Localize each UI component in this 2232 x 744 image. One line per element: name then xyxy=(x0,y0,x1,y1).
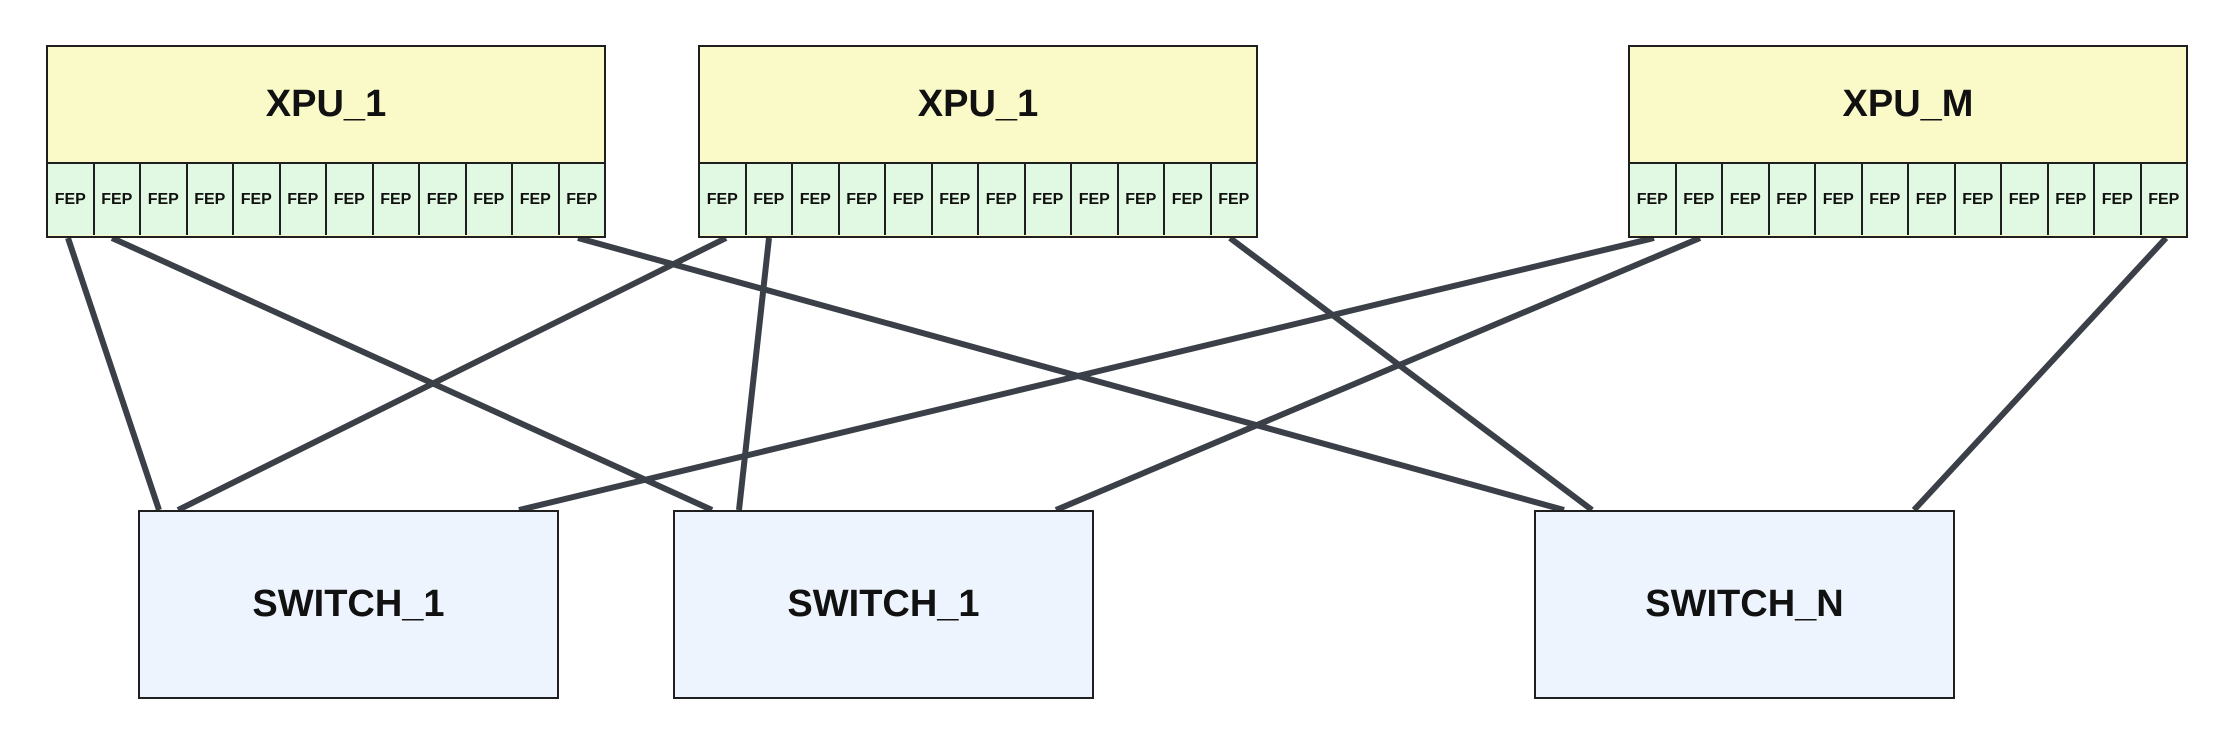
fep-port: FEP xyxy=(187,164,234,235)
switch-node: SWITCH_N xyxy=(1534,510,1955,699)
link-xpuM-fep12-switchN xyxy=(1911,235,2169,513)
fep-port: FEP xyxy=(700,164,747,235)
xpu-node: XPU_1 FEP FEP FEP FEP FEP FEP FEP FEP FE… xyxy=(698,45,1258,238)
fep-port: FEP xyxy=(234,164,281,235)
switch-node: SWITCH_1 xyxy=(138,510,559,699)
fep-port: FEP xyxy=(327,164,374,235)
link-xpuM-fep2-switch1b xyxy=(1054,235,1702,513)
fep-port: FEP xyxy=(1769,164,1816,235)
link-xpu1b-fep2-switch1b xyxy=(736,237,772,511)
fep-port: FEP xyxy=(1072,164,1119,235)
fep-port: FEP xyxy=(886,164,933,235)
fep-port: FEP xyxy=(932,164,979,235)
link-xpu1a-fep1-switch1a xyxy=(65,237,162,511)
fep-port-row: FEP FEP FEP FEP FEP FEP FEP FEP FEP FEP … xyxy=(1630,164,2186,235)
fep-port-row: FEP FEP FEP FEP FEP FEP FEP FEP FEP FEP … xyxy=(48,164,604,235)
fep-port: FEP xyxy=(559,164,604,235)
fep-port: FEP xyxy=(746,164,793,235)
fep-port: FEP xyxy=(979,164,1026,235)
link-xpu1a-fep12-switchN xyxy=(577,235,1565,513)
fep-port: FEP xyxy=(1723,164,1770,235)
fep-port: FEP xyxy=(466,164,513,235)
fep-port: FEP xyxy=(141,164,188,235)
link-xpu1b-fep1-switch1a xyxy=(176,235,728,513)
xpu-label: XPU_M xyxy=(1630,47,2186,164)
fep-port: FEP xyxy=(1816,164,1863,235)
xpu-label: XPU_1 xyxy=(48,47,604,164)
fep-port: FEP xyxy=(839,164,886,235)
fep-port: FEP xyxy=(420,164,467,235)
fep-port: FEP xyxy=(280,164,327,235)
fep-port: FEP xyxy=(1025,164,1072,235)
fep-port: FEP xyxy=(373,164,420,235)
link-xpu1b-fep12-switchN xyxy=(1228,235,1594,513)
fep-port: FEP xyxy=(1676,164,1723,235)
fep-port: FEP xyxy=(2141,164,2186,235)
xpu-node: XPU_M FEP FEP FEP FEP FEP FEP FEP FEP FE… xyxy=(1628,45,2188,238)
fep-port-row: FEP FEP FEP FEP FEP FEP FEP FEP FEP FEP … xyxy=(700,164,1256,235)
fep-port: FEP xyxy=(1955,164,2002,235)
xpu-label: XPU_1 xyxy=(700,47,1256,164)
switch-node: SWITCH_1 xyxy=(673,510,1094,699)
fep-port: FEP xyxy=(513,164,560,235)
fep-port: FEP xyxy=(2002,164,2049,235)
fep-port: FEP xyxy=(793,164,840,235)
fep-port: FEP xyxy=(48,164,95,235)
fep-port: FEP xyxy=(2048,164,2095,235)
fep-port: FEP xyxy=(1118,164,1165,235)
xpu-node: XPU_1 FEP FEP FEP FEP FEP FEP FEP FEP FE… xyxy=(46,45,606,238)
fep-port: FEP xyxy=(1862,164,1909,235)
fep-port: FEP xyxy=(94,164,141,235)
fep-port: FEP xyxy=(1909,164,1956,235)
link-xpuM-fep1-switch1a xyxy=(518,235,1655,513)
fep-port: FEP xyxy=(1630,164,1677,235)
fep-port: FEP xyxy=(2095,164,2142,235)
fep-port: FEP xyxy=(1211,164,1256,235)
link-xpu1a-fep2-switch1b xyxy=(110,235,714,513)
fep-port: FEP xyxy=(1165,164,1212,235)
